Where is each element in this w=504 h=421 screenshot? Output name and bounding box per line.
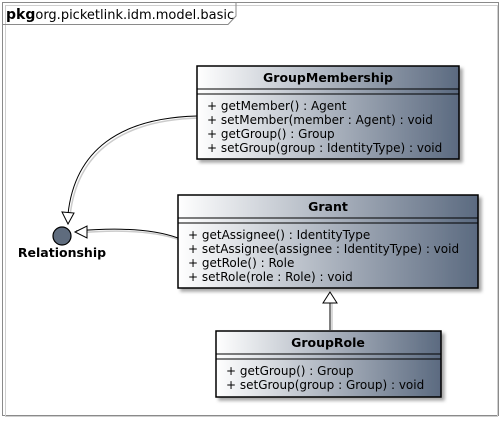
method-item: + setGroup(group : IdentityType) : void [207,141,442,155]
generalization-grant-relationship [75,228,181,241]
method-item: + getAssignee() : IdentityType [188,228,370,242]
generalization-grouprole-grant [329,303,333,330]
generalization-arrowhead-icon [61,211,75,226]
class-grouprole-name: GroupRole [291,335,365,350]
generalization-arrowhead-icon [73,225,88,239]
generalization-groupmembership-relationship [67,115,200,217]
generalization-arrowhead-icon [322,291,338,304]
method-item: + getMember() : Agent [207,99,347,113]
method-item: + getGroup() : Group [226,364,354,378]
interface-relationship: Relationship [18,226,106,260]
method-item: + setMember(member : Agent) : void [207,113,433,127]
class-groupmembership: GroupMembership + getMember() : Agent + … [196,65,460,160]
class-grant-name: Grant [308,199,348,214]
class-grouprole: GroupRole + getGroup() : Group + setGrou… [215,330,442,398]
interface-relationship-label: Relationship [18,245,106,260]
svg-text:pkgorg.picketlink.idm.model.ba: pkgorg.picketlink.idm.model.basic [6,7,234,23]
method-item: + setRole(role : Role) : void [188,270,353,284]
method-item: + getGroup() : Group [207,127,335,141]
method-item: + setAssignee(assignee : IdentityType) :… [188,242,459,256]
class-grant: Grant + getAssignee() : IdentityType + s… [177,194,479,289]
class-groupmembership-name: GroupMembership [263,70,393,85]
package-frame: pkgorg.picketlink.idm.model.basic [2,2,499,417]
method-item: + setGroup(group : Group) : void [226,378,424,392]
package-name: org.picketlink.idm.model.basic [35,8,234,23]
package-keyword: pkg [6,7,35,23]
method-item: + getRole() : Role [188,256,294,270]
